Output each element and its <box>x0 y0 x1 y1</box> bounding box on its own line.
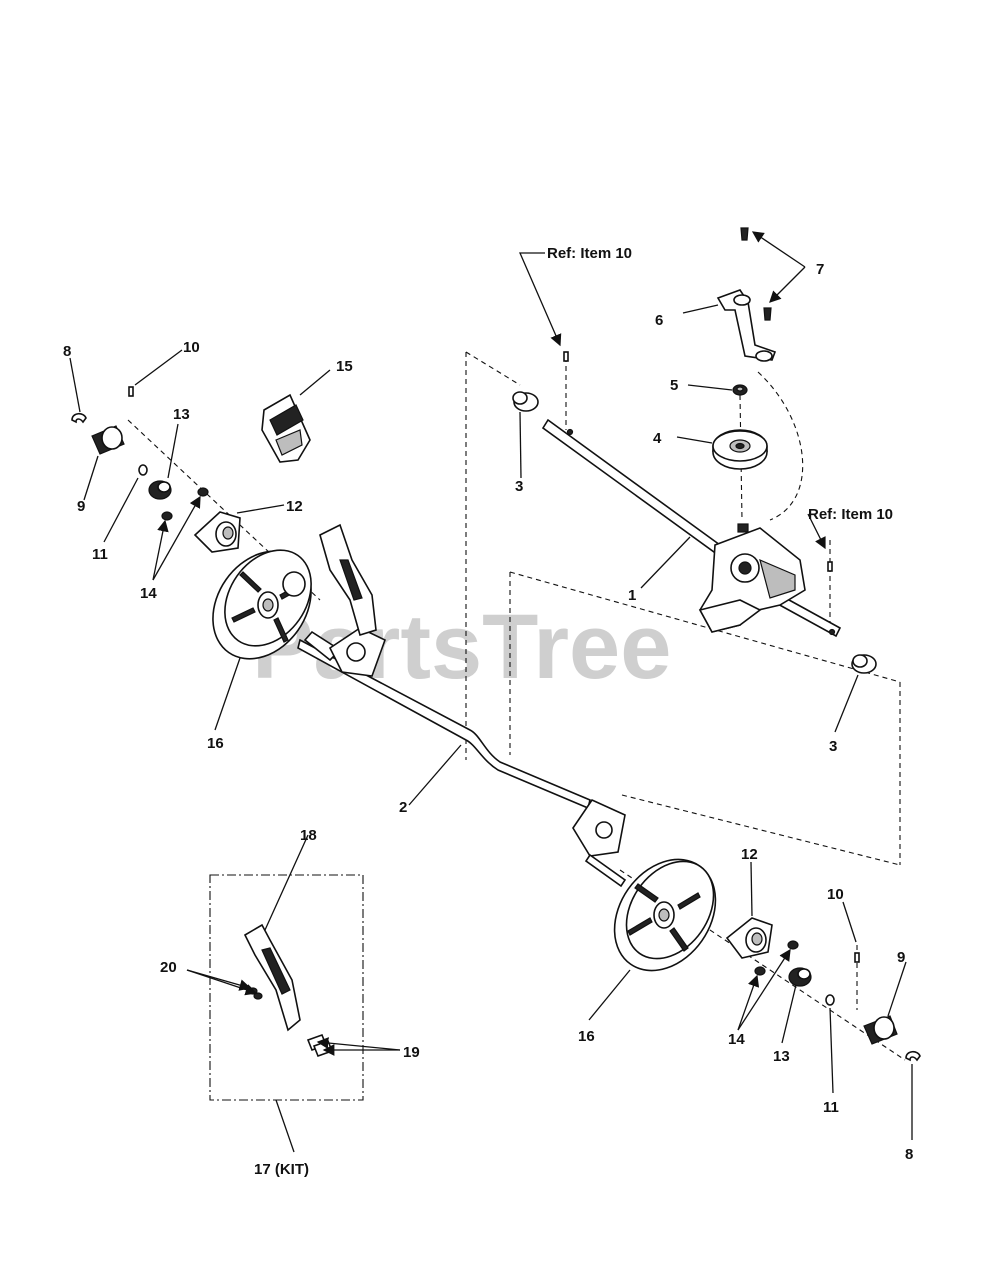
screws-item-7 <box>740 227 772 321</box>
label-ref-item-10-top: Ref: Item 10 <box>547 245 632 262</box>
label-item-11-right: 11 <box>823 1099 839 1116</box>
label-item-2: 2 <box>399 799 407 816</box>
label-item-13-right: 13 <box>773 1048 790 1065</box>
bracket-item-6 <box>716 289 777 362</box>
washer-item-11-right <box>825 994 835 1006</box>
bearing-item-13-left <box>148 480 172 500</box>
label-item-8-right: 8 <box>905 1146 913 1163</box>
label-item-10-left: 10 <box>183 339 200 356</box>
label-item-12-left: 12 <box>286 498 303 515</box>
label-item-7: 7 <box>816 261 824 278</box>
clip-item-8-left <box>71 412 87 424</box>
label-item-14-left: 14 <box>140 585 157 602</box>
bolts-item-14-right <box>754 940 799 976</box>
wheel-item-16-left <box>212 549 312 660</box>
washer-item-11-left <box>138 464 148 476</box>
label-ref-item-10-right: Ref: Item 10 <box>808 506 893 523</box>
label-item-9-left: 9 <box>77 498 85 515</box>
bearing-item-13-right <box>788 967 812 987</box>
label-item-18: 18 <box>300 827 317 844</box>
alignment-guides <box>127 351 906 1061</box>
label-item-3-right: 3 <box>829 738 837 755</box>
label-item-16-left: 16 <box>207 735 224 752</box>
label-item-3-left: 3 <box>515 478 523 495</box>
wheel-item-16-right <box>613 858 717 972</box>
axle-item-2 <box>297 627 627 888</box>
label-item-9-right: 9 <box>897 949 905 966</box>
label-item-6: 6 <box>655 312 663 329</box>
label-item-11-left: 11 <box>92 546 108 563</box>
label-item-1: 1 <box>628 587 636 604</box>
pins-ref-item-10 <box>128 351 860 963</box>
label-item-19: 19 <box>403 1044 420 1061</box>
hub-item-12-left <box>193 511 241 553</box>
bushing-item-3-right <box>851 654 877 674</box>
leader-lines <box>69 231 913 1153</box>
label-item-13-left: 13 <box>173 406 190 423</box>
callout-labels: Ref: Item 10 Ref: Item 10 1 2 3 3 4 5 6 … <box>63 245 913 1178</box>
gearbox-item-1 <box>698 523 806 633</box>
label-item-16-right: 16 <box>578 1028 595 1045</box>
nut-item-5 <box>732 384 748 396</box>
label-item-5: 5 <box>670 377 678 394</box>
pulley-item-4 <box>712 429 768 470</box>
label-item-10-right: 10 <box>827 886 844 903</box>
pinion-item-9-right <box>863 1015 898 1045</box>
label-item-12-right: 12 <box>741 846 758 863</box>
bolts-item-14-left <box>161 487 209 521</box>
label-item-15: 15 <box>336 358 353 375</box>
label-item-8-left: 8 <box>63 343 71 360</box>
tire-tread-item-15 <box>261 393 311 463</box>
label-item-17-kit: 17 (KIT) <box>254 1161 309 1178</box>
pinion-item-9-left <box>91 425 125 455</box>
clip-item-8-right <box>905 1050 921 1062</box>
label-item-14-right: 14 <box>728 1031 745 1048</box>
height-adjuster-lever <box>319 523 377 637</box>
bushing-item-3-top <box>512 391 539 412</box>
label-item-20: 20 <box>160 959 177 976</box>
kit-box-item-17 <box>209 874 364 1101</box>
label-item-4: 4 <box>653 430 662 447</box>
hub-item-12-right <box>725 917 773 959</box>
